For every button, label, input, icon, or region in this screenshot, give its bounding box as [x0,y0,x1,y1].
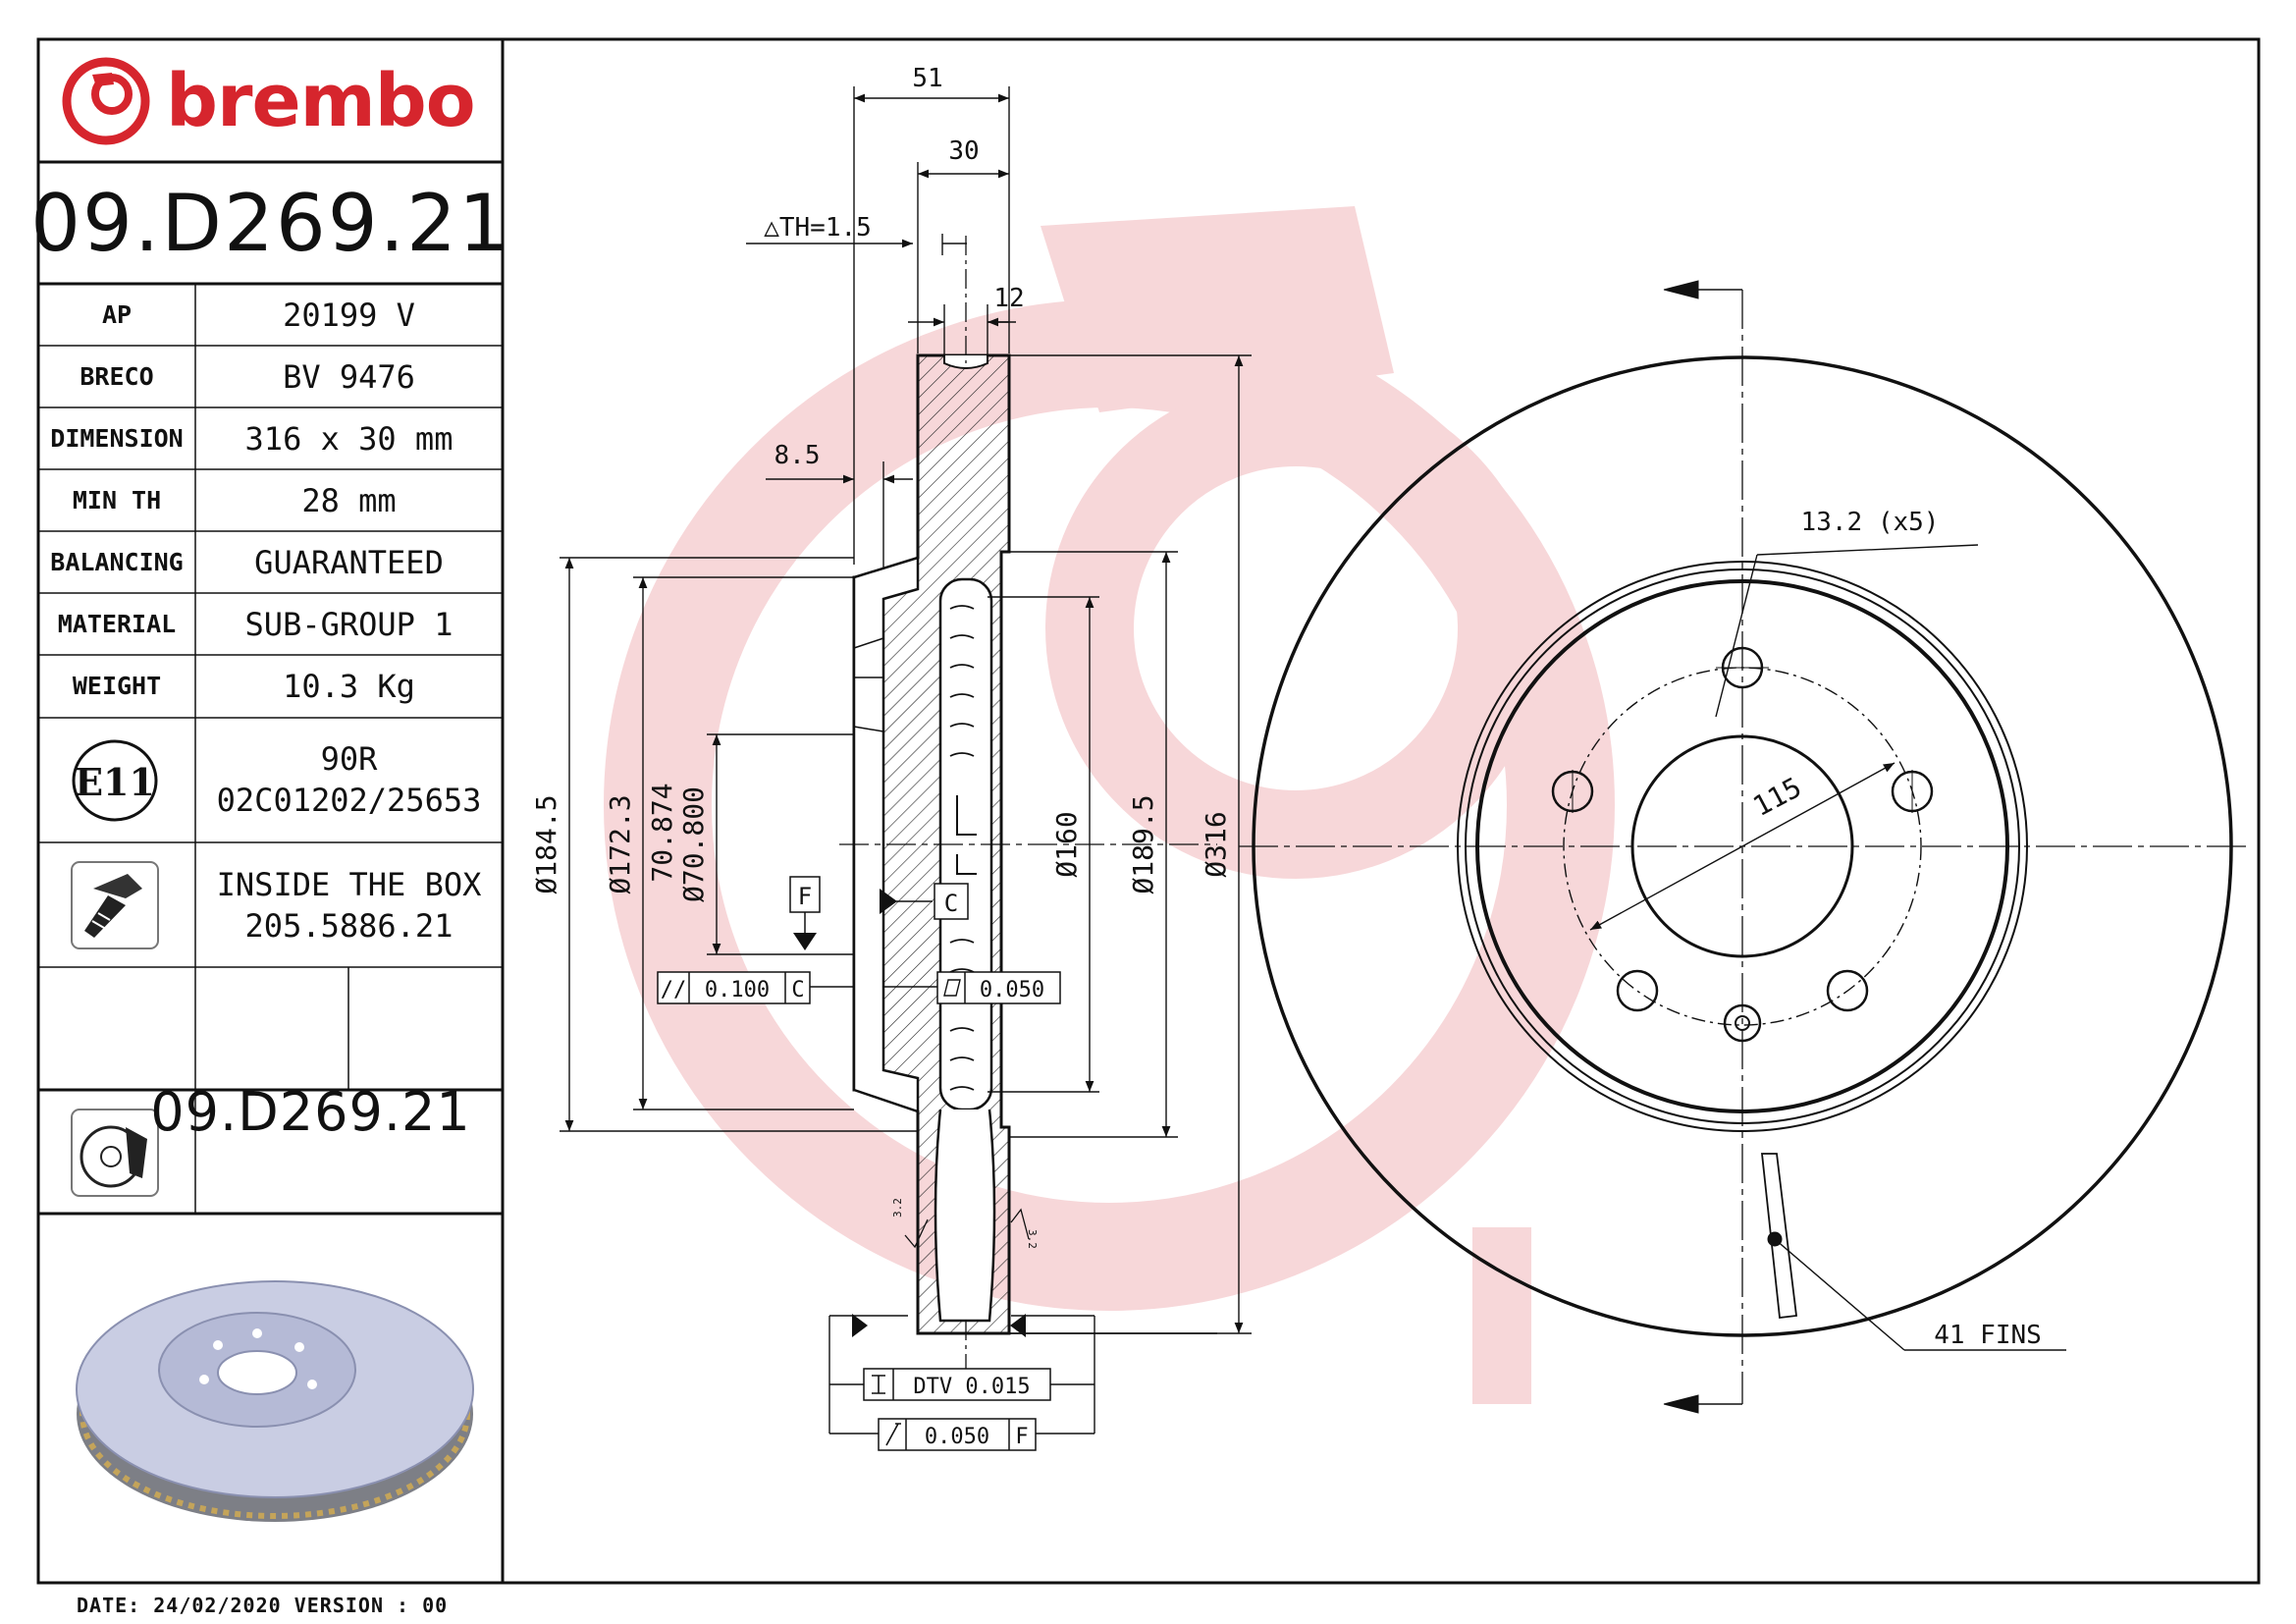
spec-value: 316 x 30 mm [244,419,454,458]
dim-d172-3: Ø172.3 [604,794,636,893]
drawing-border [36,37,2261,1585]
svg-text:0.100: 0.100 [705,978,770,1002]
hole-diameter-label: 13.2 (x5) [1801,508,1940,537]
section-dimension-labels: 51 30 △TH=1.5 12 8.5 Ø184.5 Ø172.3 70.87… [530,64,1232,902]
spec-label: BRECO [80,362,154,391]
spec-label: MATERIAL [57,610,177,638]
certification-line-2: 02C01202/25653 [216,782,482,819]
roughness-marks: 3.2 3.2 [891,1198,1039,1249]
e11-certification-icon: E11 [72,739,158,822]
dim-d316: Ø316 [1200,811,1232,877]
dim-70-874: 70.874 [646,783,678,882]
brand-name: brembo [166,58,476,143]
disc-brake-icon [71,1109,159,1197]
dim-th: △TH=1.5 [764,213,872,243]
spec-row-balancing: BALANCING GUARANTEED [38,531,503,593]
spec-label: AP [101,300,133,329]
svg-text:E11: E11 [75,760,155,804]
spec-row-dimension: DIMENSION 316 x 30 mm [38,407,503,469]
spec-row-min-th: MIN TH 28 mm [38,469,503,531]
spec-value: 10.3 Kg [283,667,415,705]
brembo-watermark [604,206,1615,1404]
dtv-tolerance-frame: DTV 0.015 [863,1368,1051,1401]
spec-row-material: MATERIAL SUB-GROUP 1 [38,593,503,655]
dim-d160: Ø160 [1050,811,1083,877]
dim-d184-5: Ø184.5 [530,794,562,893]
brand-logo: brembo [38,39,503,162]
bottom-part-number: 09.D269.21 [150,1081,471,1143]
brembo-logo-icon [62,57,150,144]
spec-row-weight: WEIGHT 10.3 Kg [38,655,503,717]
svg-text:DTV 0.015: DTV 0.015 [913,1375,1030,1399]
svg-text:0.050: 0.050 [980,978,1044,1002]
dim-12: 12 [993,284,1024,313]
spec-label: DIMENSION [50,424,184,453]
svg-text://: // [661,978,687,1002]
spec-value: GUARANTEED [254,543,444,581]
pcd-label: 115 [1747,771,1806,823]
datum-f-box: F [789,876,821,933]
part-number: 09.D269.21 [30,177,510,269]
parallelism-tolerance-frame: // 0.100 C [657,971,811,1004]
spec-row-breco: BRECO BV 9476 [38,346,503,407]
dim-51: 51 [912,64,942,93]
dim-d189-5: Ø189.5 [1127,794,1159,893]
dim-d70-800: Ø70.800 [677,786,710,902]
svg-text:3.2: 3.2 [891,1198,904,1218]
datum-markers [793,889,1026,1337]
spec-value: 20199 V [283,296,415,334]
svg-text:3.2: 3.2 [1026,1229,1039,1249]
screw-icon [71,861,159,949]
spec-row-ap: AP 20199 V [38,284,503,346]
svg-text:0.050: 0.050 [925,1425,989,1449]
spec-value: SUB-GROUP 1 [244,605,454,643]
certification-line-1: 90R [320,740,378,778]
spec-label: BALANCING [50,548,184,576]
inside-box-line-2: 205.5886.21 [244,907,454,945]
section-dimensions [560,86,1252,1435]
svg-text:F: F [1015,1425,1028,1449]
fins-label: 41 FINS [1934,1321,2042,1350]
flatness-tolerance-frame: 0.050 [936,971,1061,1004]
svg-text:C: C [791,978,804,1002]
svg-text:F: F [798,883,812,910]
svg-text:C: C [944,890,958,917]
inside-box-line-1: INSIDE THE BOX [216,866,482,903]
dim-8-5: 8.5 [774,441,821,470]
runout-tolerance-frame: 0.050 F [878,1418,1037,1451]
front-view-labels: 13.2 (x5) 115 41 FINS [1747,508,2041,1350]
dim-30: 30 [948,136,979,166]
datum-c-box: C [934,883,969,920]
spec-value: BV 9476 [283,357,415,396]
disc-3d-render [76,1280,474,1522]
footer-date-version: DATE: 24/02/2020 VERSION : 00 [77,1594,449,1617]
spec-value: 28 mm [301,481,397,519]
title-block: brembo 09.D269.21 AP 20199 V BRECO BV 94… [30,39,510,1583]
title-block-grid [38,160,503,1216]
spec-label: MIN TH [72,486,162,514]
front-view [1239,280,2248,1414]
inside-box-text: INSIDE THE BOX 205.5886.21 [195,864,503,947]
certification-text: 90R 02C01202/25653 [195,738,503,821]
spec-label: WEIGHT [72,672,162,700]
